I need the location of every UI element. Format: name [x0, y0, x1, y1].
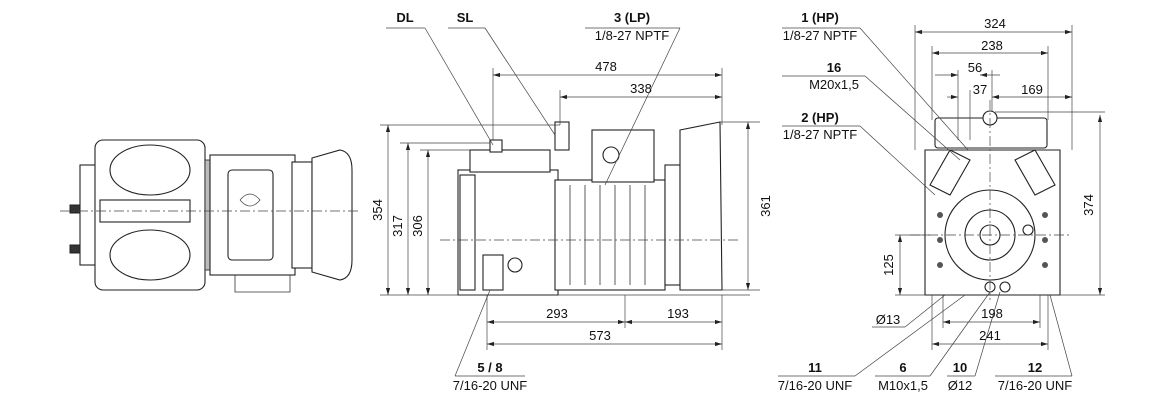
dim-37: 37	[973, 82, 987, 97]
label-16-thread: M20x1,5	[809, 77, 859, 92]
dim-478: 478	[595, 59, 617, 74]
top-view-terminal-box	[311, 149, 353, 281]
dim-573: 573	[589, 328, 611, 343]
side-view-fan-cover	[679, 121, 723, 291]
label-6-thread: M10x1,5	[878, 378, 928, 393]
label-1-hp: 1 (HP)	[801, 10, 839, 25]
label-2-hp: 2 (HP)	[801, 110, 839, 125]
label-1-hp-thread: 1/8-27 NPTF	[783, 28, 857, 43]
dim-324: 324	[984, 16, 1006, 31]
label-2-hp-thread: 1/8-27 NPTF	[783, 127, 857, 142]
dim-361: 361	[758, 195, 773, 217]
dim-56: 56	[968, 60, 982, 75]
label-dl: DL	[396, 10, 413, 25]
dim-374: 374	[1081, 194, 1096, 216]
dim-354: 354	[370, 199, 385, 221]
dim-293: 293	[546, 306, 568, 321]
label-3-lp: 3 (LP)	[614, 10, 650, 25]
label-5-8: 5 / 8	[477, 360, 502, 375]
label-10-size: Ø12	[948, 378, 973, 393]
dim-193: 193	[667, 306, 689, 321]
label-12-thread: 7/16-20 UNF	[998, 378, 1072, 393]
label-11-thread: 7/16-20 UNF	[778, 378, 852, 393]
top-view-logo-plate	[227, 169, 274, 261]
side-view	[440, 121, 740, 296]
label-16: 16	[827, 60, 841, 75]
label-11: 11	[808, 360, 822, 375]
dim-238: 238	[981, 38, 1003, 53]
label-sl: SL	[457, 10, 474, 25]
dim-317: 317	[390, 215, 405, 237]
dim-169: 169	[1021, 82, 1043, 97]
dim-306: 306	[410, 215, 425, 237]
label-10: 10	[953, 360, 967, 375]
side-view-motor-fins	[554, 179, 666, 291]
label-6: 6	[899, 360, 906, 375]
side-view-terminal-box	[591, 129, 655, 183]
label-12: 12	[1028, 360, 1042, 375]
dim-241: 241	[979, 328, 1001, 343]
label-d13: Ø13	[876, 312, 901, 327]
label-5-8-thread: 7/16-20 UNF	[453, 378, 527, 393]
side-view-cylinder-head	[469, 149, 551, 173]
dim-338: 338	[630, 81, 652, 96]
label-3-lp-thread: 1/8-27 NPTF	[595, 28, 669, 43]
dim-125: 125	[881, 254, 896, 276]
dim-198: 198	[981, 306, 1003, 321]
front-view	[910, 100, 1070, 300]
top-view	[60, 139, 360, 293]
